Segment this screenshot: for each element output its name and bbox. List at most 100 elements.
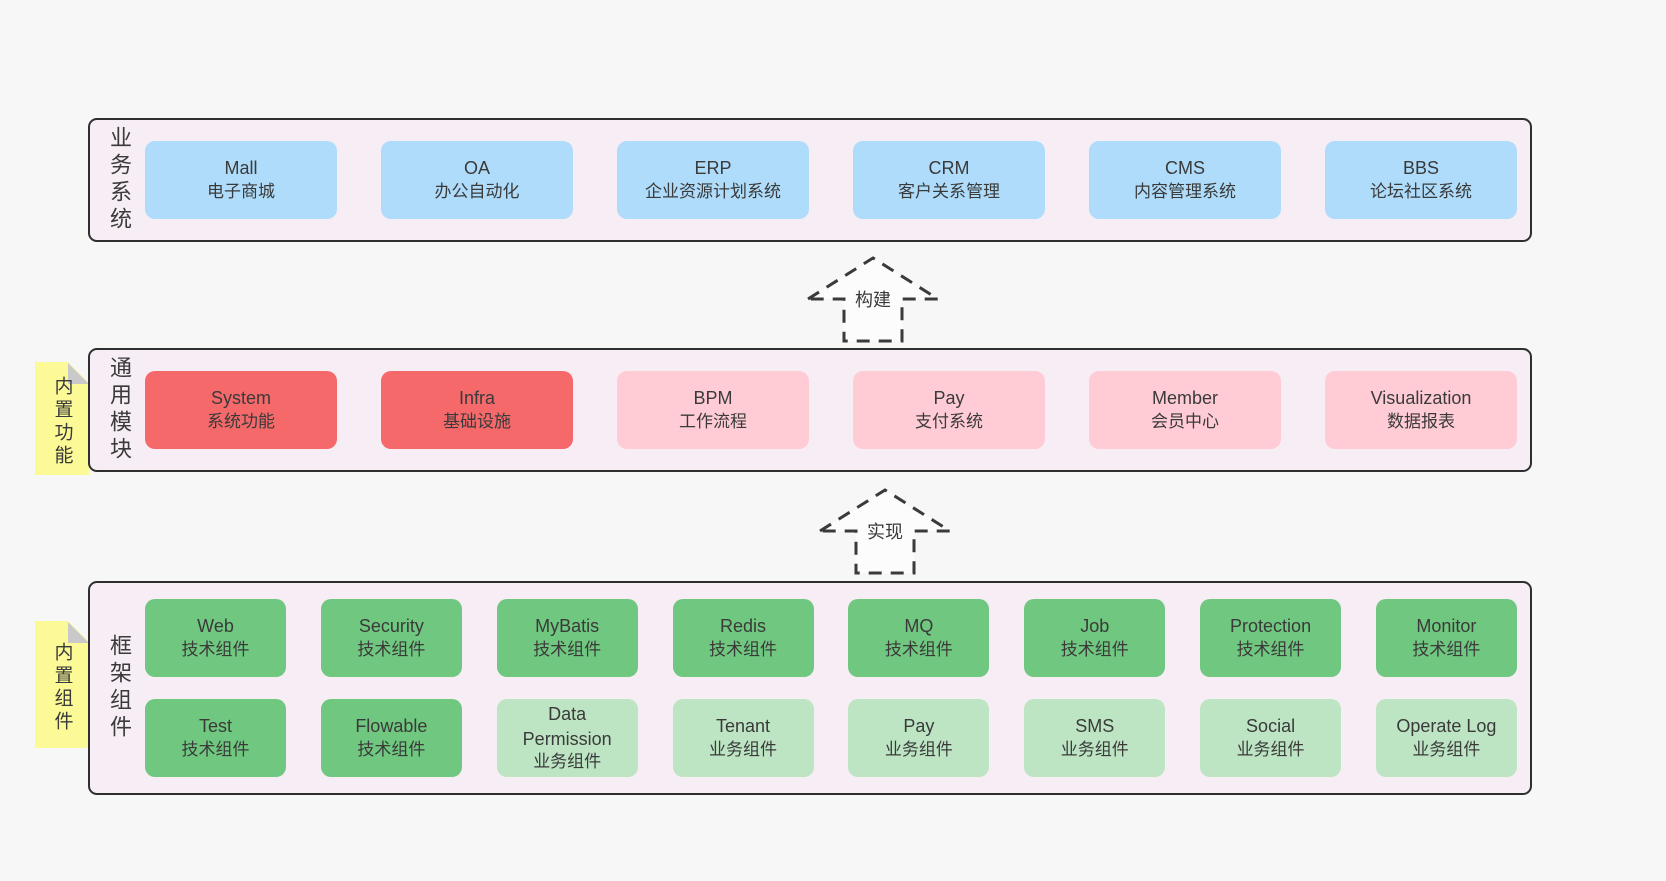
module-name: Web bbox=[197, 616, 234, 637]
module-name: Mall bbox=[224, 158, 258, 179]
module-name: Monitor bbox=[1416, 616, 1477, 637]
module-description: 业务组件 bbox=[884, 739, 953, 759]
band-label-framework-components: 框架组件 bbox=[107, 634, 132, 742]
module-name: Test bbox=[198, 716, 232, 737]
module-description: 电子商城 bbox=[207, 181, 275, 201]
module-description: 技术组件 bbox=[1412, 639, 1481, 659]
module-name: Security bbox=[358, 616, 424, 637]
module-name: Operate Log bbox=[1396, 716, 1497, 737]
module-name: CRM bbox=[928, 158, 970, 179]
module-description: 技术组件 bbox=[357, 639, 426, 659]
module-description: 内容管理系统 bbox=[1134, 181, 1236, 201]
module-name: Pay bbox=[903, 716, 935, 737]
module-name: OA bbox=[463, 158, 490, 179]
module-name: Pay bbox=[933, 388, 965, 409]
module-name: BBS bbox=[1402, 158, 1440, 179]
arrow-label-text: 实现 bbox=[864, 522, 906, 542]
arrow-build: 构建 bbox=[806, 255, 940, 343]
module-name: BPM bbox=[693, 388, 733, 409]
module-name: System bbox=[210, 388, 271, 409]
module-name: Tenant bbox=[716, 716, 771, 737]
module-name: Data Permission bbox=[522, 704, 612, 749]
arrow-label-text: 构建 bbox=[852, 290, 894, 310]
module-description: 技术组件 bbox=[1060, 639, 1129, 659]
module-description: 工作流程 bbox=[679, 411, 747, 431]
module-description: 业务组件 bbox=[1412, 739, 1481, 759]
module-description: 系统功能 bbox=[207, 411, 275, 431]
sticky-fold-corner-icon bbox=[68, 622, 89, 643]
module-name: Visualization bbox=[1370, 388, 1472, 409]
module-description: 技术组件 bbox=[533, 639, 602, 659]
module-description: 业务组件 bbox=[533, 751, 602, 771]
module-description: 业务组件 bbox=[709, 739, 778, 759]
band-label-common-modules: 通用模块 bbox=[107, 356, 132, 464]
module-name: Redis bbox=[720, 616, 767, 637]
sticky-note-built-in-components: 内置组件 bbox=[35, 621, 89, 748]
module-description: 业务组件 bbox=[1236, 739, 1305, 759]
module-name: CMS bbox=[1165, 158, 1205, 179]
sticky-note-built-in-features: 内置功能 bbox=[35, 362, 89, 475]
module-description: 基础设施 bbox=[443, 411, 511, 431]
module-description: 技术组件 bbox=[181, 639, 250, 659]
module-description: 企业资源计划系统 bbox=[645, 181, 781, 201]
module-description: 技术组件 bbox=[1236, 639, 1305, 659]
module-description: 数据报表 bbox=[1387, 411, 1455, 431]
module-description: 支付系统 bbox=[915, 411, 983, 431]
module-name: MyBatis bbox=[535, 616, 600, 637]
module-description: 客户关系管理 bbox=[898, 181, 1000, 201]
module-name: Social bbox=[1246, 716, 1296, 737]
module-name: Infra bbox=[458, 388, 496, 409]
module-description: 论坛社区系统 bbox=[1370, 181, 1472, 201]
module-name: Flowable bbox=[355, 716, 428, 737]
arrow-implement: 实现 bbox=[818, 487, 952, 575]
module-name: SMS bbox=[1075, 716, 1115, 737]
arrow-label: 构建 bbox=[806, 286, 940, 312]
arrow-label: 实现 bbox=[818, 518, 952, 544]
module-description: 技术组件 bbox=[884, 639, 953, 659]
band-label-business-systems: 业务系统 bbox=[107, 126, 132, 234]
module-name: Member bbox=[1151, 388, 1218, 409]
module-description: 技术组件 bbox=[181, 739, 250, 759]
sticky-label: 内置功能 bbox=[51, 375, 73, 468]
module-description: 会员中心 bbox=[1151, 411, 1219, 431]
module-name: ERP bbox=[694, 158, 732, 179]
module-name: Protection bbox=[1230, 616, 1312, 637]
